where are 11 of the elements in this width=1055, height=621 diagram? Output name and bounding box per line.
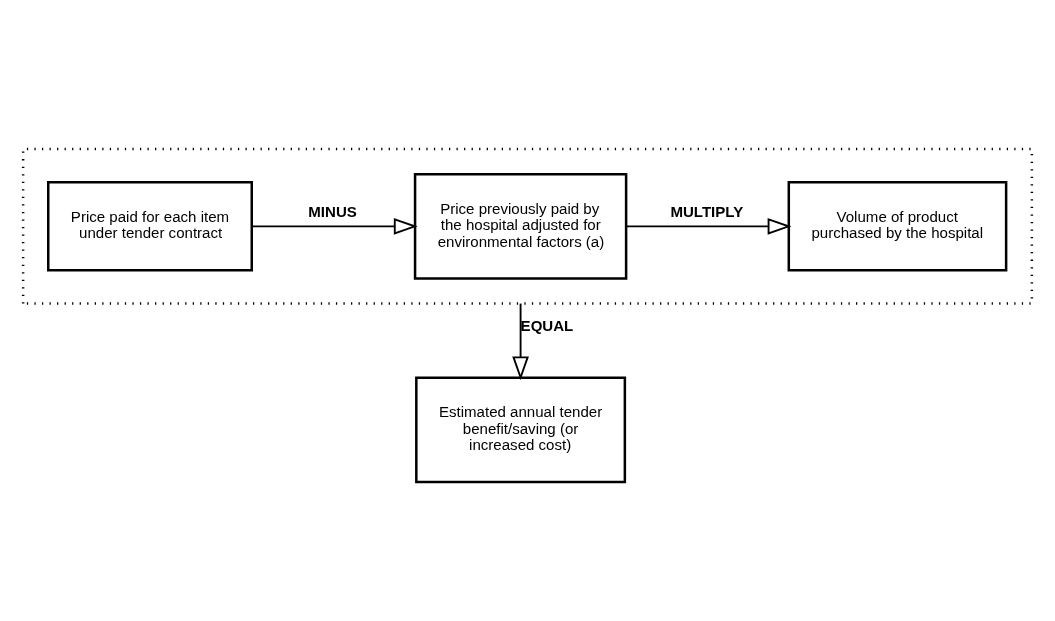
- arrow: [512, 302, 529, 381]
- arrow: [625, 217, 792, 235]
- node-box: Volume of product purchased by the hospital: [787, 181, 1008, 272]
- arrow: [250, 217, 418, 235]
- edge-label: MINUS: [308, 203, 357, 221]
- cluster: [21, 147, 1034, 305]
- node-box: Price paid for each item under tender contract: [47, 181, 253, 272]
- node-box: Estimated annual tender benefit/saving (or increased cost): [415, 376, 627, 484]
- edge-label: MULTIPLY: [670, 203, 744, 221]
- node-box: Price previously paid by the hospital adjusted for environmental factors (a): [413, 172, 628, 280]
- edge-label: EQUAL: [520, 316, 574, 334]
